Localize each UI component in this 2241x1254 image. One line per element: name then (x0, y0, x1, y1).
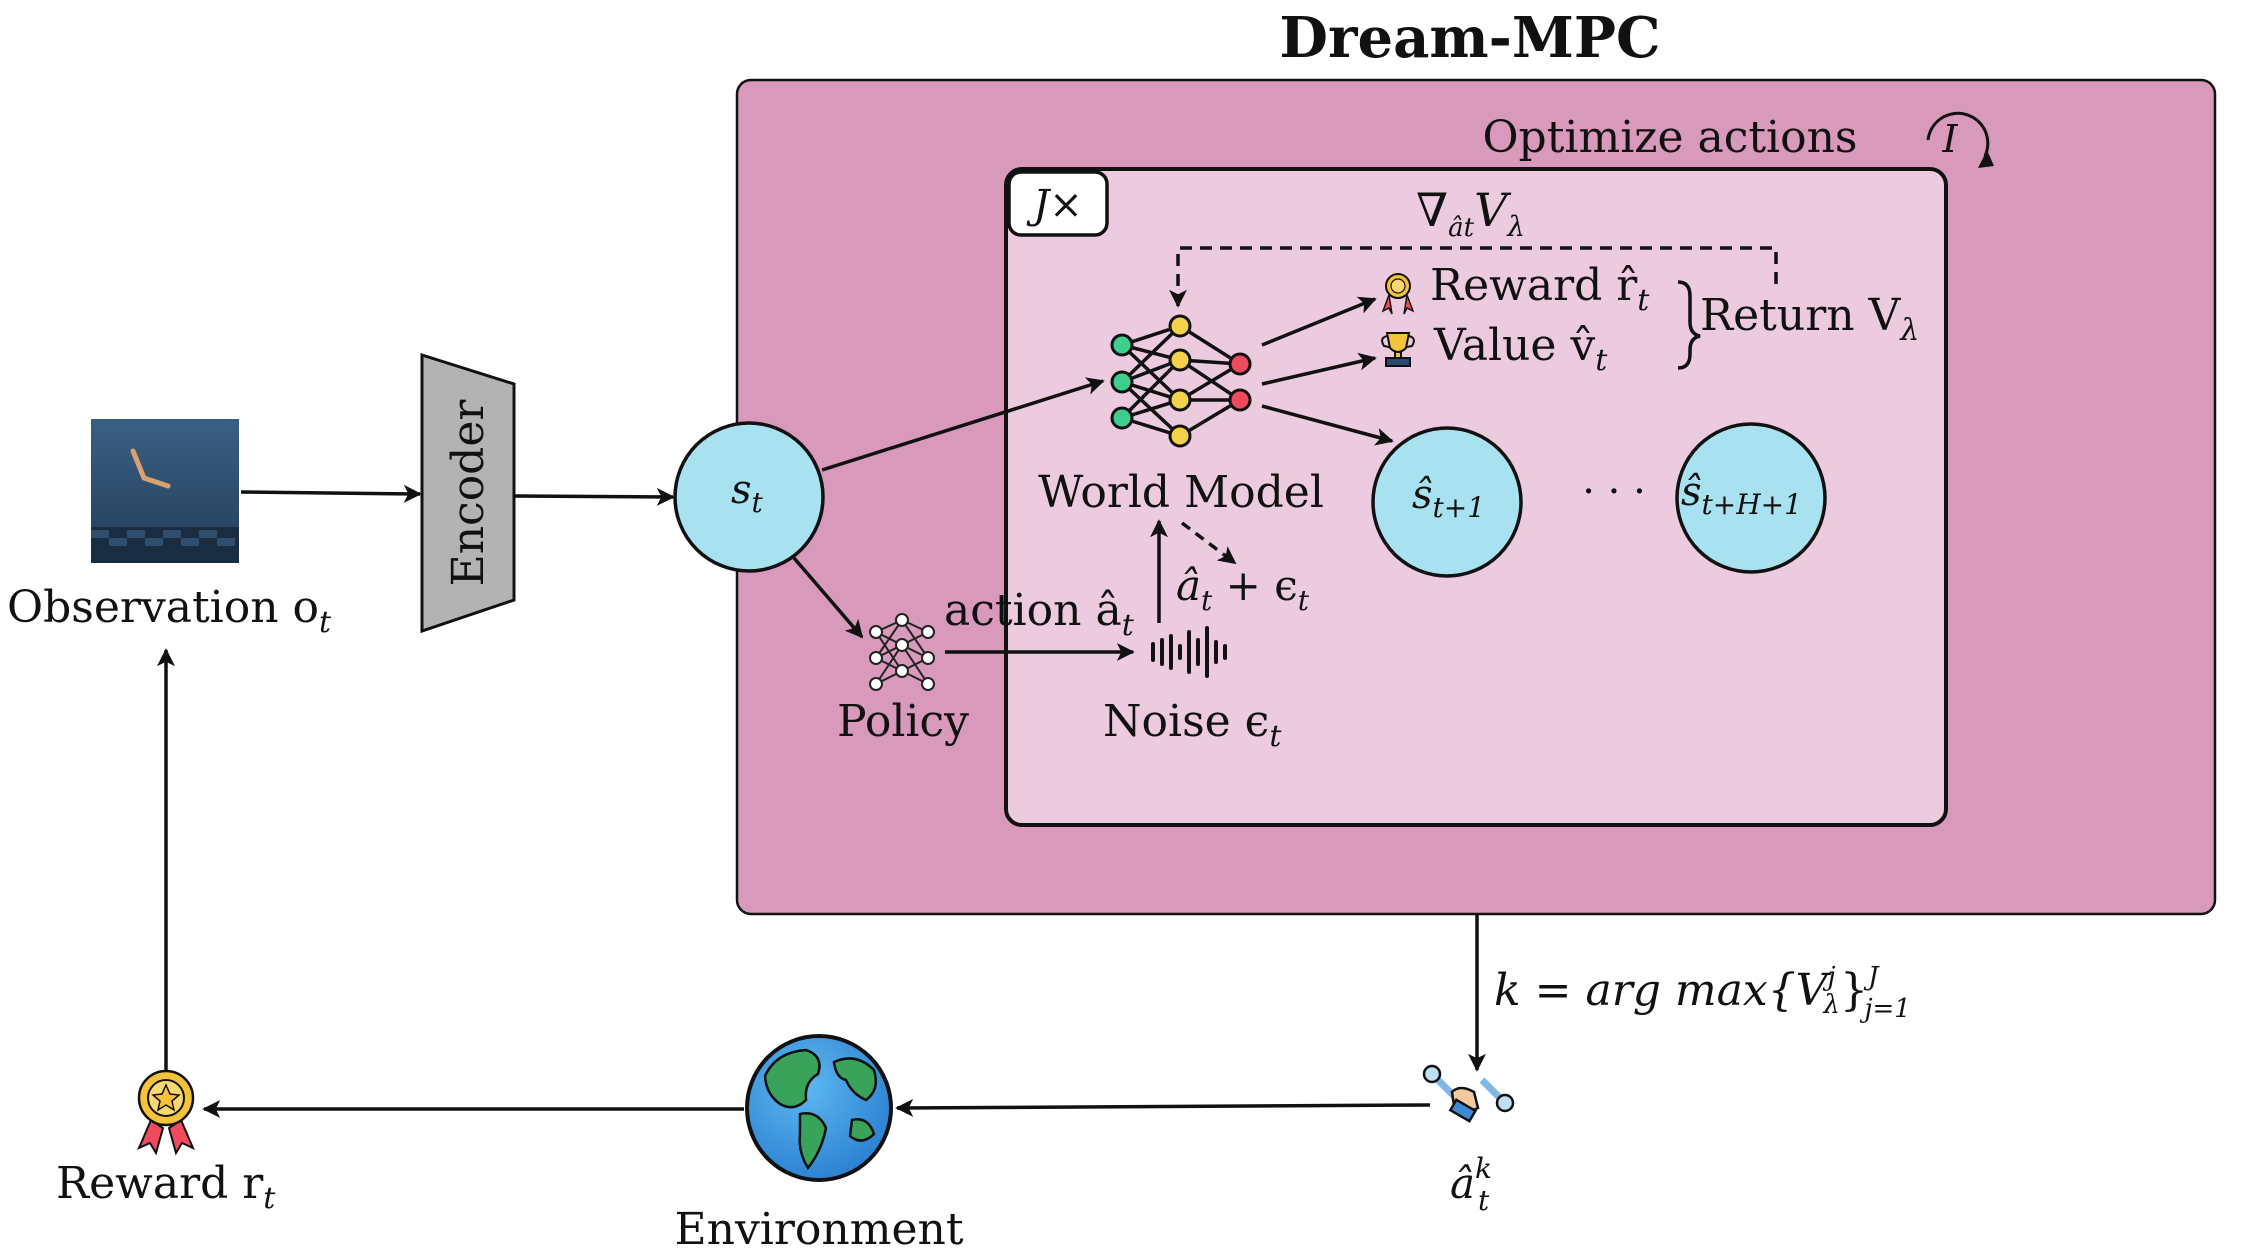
gradient-label: ∇âtVλ (1416, 183, 1525, 243)
wrench-hand-icon (1422, 1064, 1515, 1123)
reward-medal-icon (137, 1069, 195, 1156)
next-state-node (1371, 426, 1523, 578)
next-state-label: ŝt+1 (1412, 472, 1485, 524)
obs-to-encoder-arrow (240, 484, 422, 503)
neural-network-icon (1110, 314, 1252, 448)
action-to-env-arrow (895, 1098, 1431, 1117)
wm-to-next-state-arrow (1261, 404, 1394, 446)
observation-label: Observation ot (7, 582, 332, 640)
reward-label: Reward rt (56, 1158, 276, 1216)
final-state-node (1675, 422, 1827, 574)
repeat-badge (1007, 170, 1109, 237)
encoder-to-state-arrow (513, 487, 675, 506)
encoder-block (420, 352, 516, 634)
cycle-arrow-icon: I (1926, 111, 1994, 168)
wm-to-reward-arrow (1261, 296, 1377, 347)
return-brace (1677, 280, 1701, 370)
noisy-action-arrow (1180, 521, 1237, 565)
environment-label: Environment (674, 1204, 963, 1254)
world-model-label: World Model (1038, 467, 1324, 518)
noise-waveform-icon (1151, 626, 1227, 678)
medal-icon (1381, 273, 1415, 315)
observation-thumbnail (91, 419, 239, 563)
diagram-title: Dream-MPC (1279, 5, 1660, 71)
state-to-policy-arrow (792, 556, 864, 639)
wm-to-value-arrow (1261, 352, 1377, 386)
optimize-label: Optimize actions (1482, 112, 1857, 163)
final-state-label: ŝt+H+1 (1681, 469, 1802, 521)
rollout-ellipsis: · · · (1582, 469, 1646, 515)
reward-hat-label: Reward r̂t (1430, 260, 1650, 318)
state-to-worldmodel-arrow (821, 377, 1105, 472)
policy-label: Policy (837, 696, 969, 747)
trophy-icon (1381, 332, 1415, 367)
repeat-label: J× (1026, 182, 1083, 228)
value-hat-label: Value v̂t (1433, 320, 1608, 378)
state-label: st (731, 467, 764, 519)
iter-symbol: I (1941, 117, 1958, 161)
gradient-feedback-path (1169, 246, 1778, 308)
policy-network-icon (869, 613, 935, 691)
noise-label: Noise ϵt (1103, 696, 1282, 754)
noisy-action-label: ât + ϵt (1176, 561, 1310, 617)
encoder-label: Encoder (443, 399, 494, 587)
action-label: action ât (944, 585, 1135, 643)
globe-icon (745, 1034, 893, 1182)
return-label: Return Vλ (1700, 290, 1919, 348)
state-node (673, 421, 825, 573)
